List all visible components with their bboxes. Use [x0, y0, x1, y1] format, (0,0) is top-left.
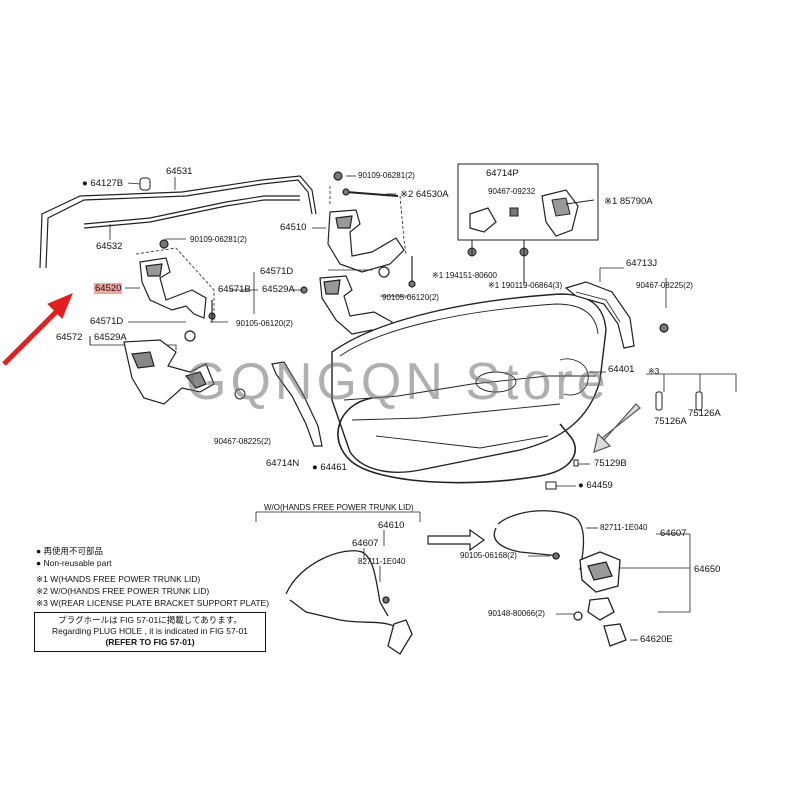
- cable-right: [493, 510, 627, 647]
- lock-box: [457, 163, 599, 284]
- legend-note3: ※3 W(REAR LICENSE PLATE BRACKET SUPPORT …: [36, 598, 270, 608]
- clip-64127B: [139, 177, 151, 191]
- section-heading: W/O(HANDS FREE POWER TRUNK LID): [264, 503, 414, 512]
- label-64532: 64532: [96, 241, 123, 252]
- emblem-75129B: [573, 459, 579, 467]
- label-75129B: 75129B: [594, 458, 627, 469]
- label-64714N: 64714N: [266, 458, 300, 469]
- label-75126A-b: 75126A: [688, 408, 721, 419]
- label-64714P: 64714P: [486, 168, 519, 179]
- label-64529A-a: 64529A: [94, 332, 127, 343]
- note-line-jp: プラグホールは FIG 57-01に掲載してあります。: [58, 615, 242, 625]
- label-64520: 64520: [94, 283, 123, 294]
- label-64461: ● 64461: [312, 462, 347, 473]
- label-64610: 64610: [378, 520, 405, 531]
- label-64571B: 64571B: [218, 284, 251, 295]
- label-64401: 64401: [608, 364, 635, 375]
- label-82711-b: 82711-1E040: [600, 523, 648, 532]
- label-194151: ※1 194151-80600: [432, 271, 497, 280]
- legend-reuse-jp: ● 再使用不可部品: [36, 546, 103, 556]
- label-64459: ● 64459: [578, 480, 613, 491]
- note-line-en: Regarding PLUG HOLE , it is indicated in…: [51, 626, 249, 636]
- label-64127B: ● 64127B: [82, 178, 124, 189]
- hinge-64510-dashed: [329, 186, 407, 255]
- section-divider: [255, 511, 421, 546]
- label-190119: ※1 190119-06864(3): [488, 281, 563, 290]
- trunk-lid-64401: [331, 293, 607, 473]
- label-64571D-a: 64571D: [90, 316, 124, 327]
- label-90148: 90148-80066(2): [488, 609, 545, 618]
- label-64572: 64572: [56, 332, 83, 343]
- label-90105-b: 90105-06120(2): [382, 293, 439, 302]
- hinge-64520: [139, 239, 216, 322]
- label-64650: 64650: [694, 564, 721, 575]
- plug-64459: [545, 481, 557, 490]
- label-64531: 64531: [166, 166, 193, 177]
- hinge-64571B: [300, 256, 416, 337]
- torsion-bar-64532: [83, 195, 300, 229]
- legend-note1: ※1 W(HANDS FREE POWER TRUNK LID): [36, 574, 201, 584]
- leaders-top-center: [290, 175, 410, 297]
- label-64530A: ※2 64530A: [400, 189, 449, 200]
- direction-arrow: [593, 403, 641, 453]
- label-64713J: 64713J: [626, 258, 658, 269]
- label-note3-mark: ※3: [648, 367, 660, 376]
- leaders-bottom: [363, 527, 691, 641]
- torsion-bar-64531: [39, 175, 317, 269]
- label-90467-b: 90467-08225(2): [636, 281, 693, 290]
- spoiler-64713J: [564, 281, 669, 349]
- plug-hole-note: プラグホールは FIG 57-01に掲載してあります。 Regarding PL…: [34, 612, 266, 652]
- label-64607-b: 64607: [660, 528, 687, 539]
- store-watermark: GQNGQN Store: [186, 353, 610, 411]
- hinge-64510: [327, 171, 405, 273]
- label-90105-a: 90105-06120(2): [236, 319, 293, 328]
- label-90109-a: 90109-06281(2): [190, 235, 247, 244]
- bolt-90467c: [234, 388, 246, 400]
- label-90467-a: 90467-09232: [488, 187, 536, 196]
- label-90467-c: 90467-08225(2): [214, 437, 271, 446]
- bulbs-75126A: [655, 391, 703, 411]
- rail-64714N: [271, 361, 323, 447]
- label-90105-c: 90105-06168(2): [460, 551, 517, 560]
- label-64620E: 64620E: [640, 634, 673, 645]
- label-82711-a: 82711-1E040: [358, 557, 406, 566]
- note-line-ref: (REFER TO FIG 57-01): [105, 637, 195, 647]
- section-arrow: [427, 528, 486, 552]
- legend-reuse-en: ● Non-reusable part: [36, 558, 112, 568]
- label-85790A: ※1 85790A: [604, 196, 653, 207]
- label-64510: 64510: [280, 222, 307, 233]
- label-75126A-a: 75126A: [654, 416, 687, 427]
- label-64529A-b: 64529A: [262, 284, 295, 295]
- label-64607-a: 64607: [352, 538, 379, 549]
- bracket-64572: [123, 330, 215, 405]
- label-90109-b: 90109-06281(2): [358, 171, 415, 180]
- weatherstrip-64461: [337, 397, 576, 484]
- cable-left: [285, 550, 413, 655]
- label-64571D-b: 64571D: [260, 266, 294, 277]
- leaders-right: [552, 267, 737, 487]
- legend-note2: ※2 W/O(HANDS FREE POWER TRUNK LID): [36, 586, 210, 596]
- hinge-dashed-outline: [135, 247, 215, 320]
- red-pointer-arrow: [2, 293, 73, 366]
